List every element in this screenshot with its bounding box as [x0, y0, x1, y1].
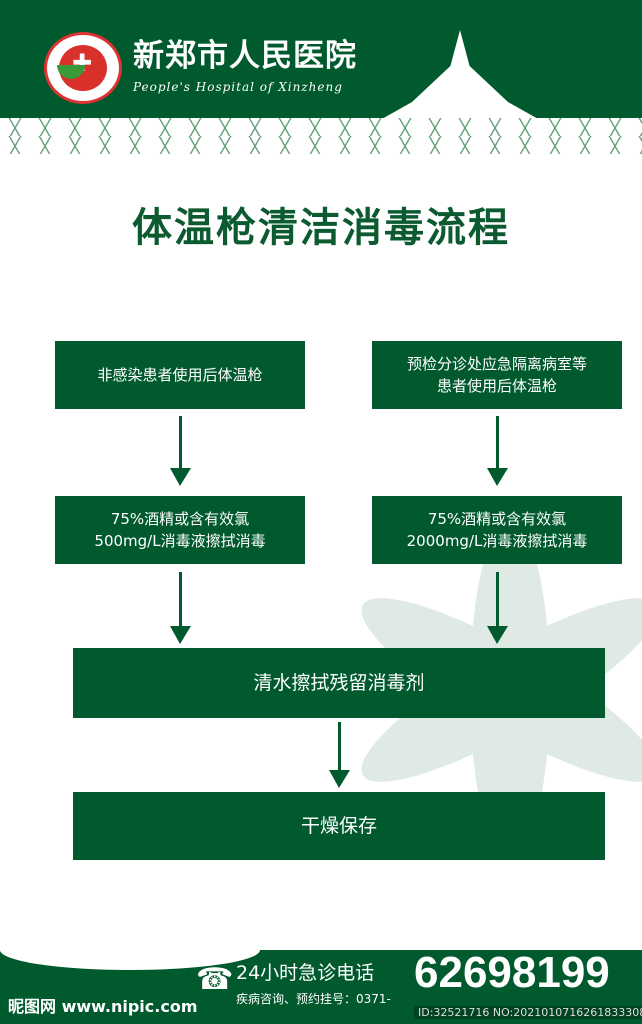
arrow-down	[329, 722, 350, 788]
arrow-down	[170, 416, 191, 486]
phone-number: 62698199	[414, 948, 610, 997]
left-step2-line2: 500mg/L消毒液擦拭消毒	[94, 532, 266, 550]
arrow-down	[170, 572, 191, 644]
hexagon-pattern	[0, 118, 642, 154]
hospital-logo: ✚	[44, 32, 122, 104]
step4-box: 干燥保存	[73, 792, 605, 860]
step3-box: 清水擦拭残留消毒剂	[73, 648, 605, 718]
footer-curve	[0, 930, 260, 970]
emergency-label: 24小时急诊电话	[236, 962, 375, 984]
watermark-id: ID:32521716 NO:20210107162618333081	[414, 1006, 642, 1019]
left-step2-line1: 75%酒精或含有效氯	[110, 510, 250, 528]
right-step1-line2: 患者使用后体温枪	[436, 377, 557, 395]
page-title: 体温枪清洁消毒流程	[132, 206, 510, 250]
hospital-name-en: People's Hospital of Xinzheng	[133, 80, 343, 94]
left-step2-box: 75%酒精或含有效氯 500mg/L消毒液擦拭消毒	[55, 496, 305, 564]
step4-text: 干燥保存	[300, 815, 377, 837]
right-step2-box: 75%酒精或含有效氯 2000mg/L消毒液擦拭消毒	[372, 496, 622, 564]
telephone-icon: ☎	[196, 962, 234, 997]
left-step1-box: 非感染患者使用后体温枪	[55, 341, 305, 409]
right-step1-box: 预检分诊处应急隔离病室等患者使用后体温枪	[372, 341, 622, 409]
hospital-name: 新郑市人民医院	[133, 38, 357, 74]
consult-label: 疾病咨询、预约挂号：0371-	[236, 992, 391, 1006]
right-step2-line2: 2000mg/L消毒液擦拭消毒	[406, 532, 588, 550]
left-step1-text: 非感染患者使用后体温枪	[97, 366, 263, 384]
watermark-site: 昵图网 www.nipic.com	[8, 997, 198, 1016]
step3-text: 清水擦拭残留消毒剂	[253, 672, 425, 694]
header-banner: ✚ 新郑市人民医院 People's Hospital of Xinzheng	[0, 0, 642, 160]
arrow-down	[487, 572, 508, 644]
right-step1-line1: 预检分诊处应急隔离病室等	[406, 355, 587, 373]
right-step2-line1: 75%酒精或含有效氯	[427, 510, 567, 528]
arrow-down	[487, 416, 508, 486]
